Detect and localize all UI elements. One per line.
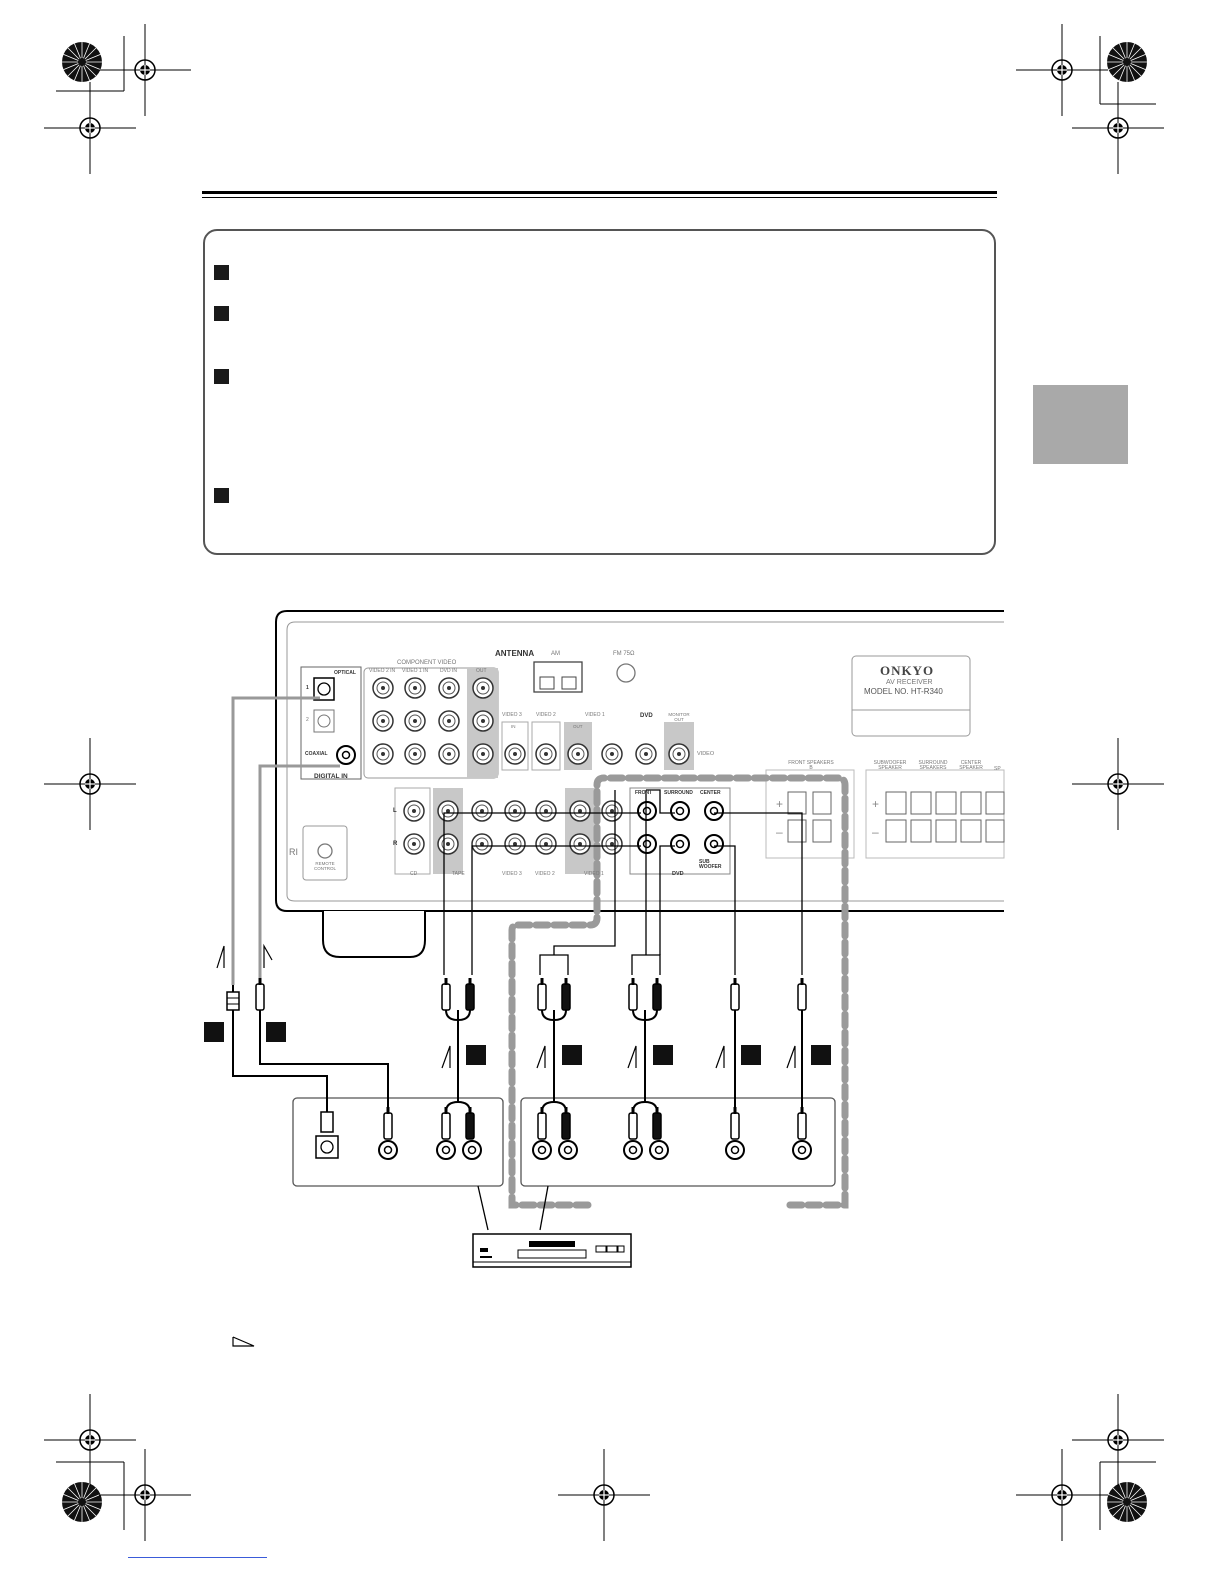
ri-label: RI xyxy=(289,847,298,857)
component-out-label: OUT xyxy=(476,668,487,674)
svg-text:–: – xyxy=(776,825,783,839)
notes-box xyxy=(203,229,996,555)
audio-dvd-label: DVD xyxy=(672,871,684,877)
note-marker-4 xyxy=(214,488,229,503)
audio-video1-label: VIDEO 1 xyxy=(584,871,604,877)
component-video-label: COMPONENT VIDEO xyxy=(397,660,457,666)
remote-control-label: REMOTE CONTROL xyxy=(313,861,336,871)
note-marker-1 xyxy=(214,265,229,280)
crop-marks xyxy=(56,36,1156,1530)
cd-label: CD xyxy=(410,871,418,877)
am-label: AM xyxy=(551,651,560,657)
component-video2-label: VIDEO 2 IN xyxy=(369,668,396,674)
audio-video2-label: VIDEO 2 xyxy=(535,871,555,877)
optical-label: OPTICAL xyxy=(334,670,356,676)
video-label: VIDEO xyxy=(697,751,715,757)
svg-text:–: – xyxy=(872,825,879,839)
optical-2-label: 2 xyxy=(306,717,309,723)
component-video1-label: VIDEO 1 IN xyxy=(402,668,429,674)
brand-logo: ONKYO xyxy=(880,663,935,678)
header-rule xyxy=(202,191,997,194)
fm-label: FM 75Ω xyxy=(613,651,635,657)
coaxial-label: COAXIAL xyxy=(305,751,328,757)
sp-label: SP xyxy=(994,766,1001,772)
front-out-label: FRONT xyxy=(635,790,653,796)
header-rule-thin xyxy=(202,197,997,198)
component-dvd-label: DVD IN xyxy=(440,668,457,674)
subwoofer-speaker-label: SUBWOOFER SPEAKER xyxy=(873,760,907,771)
audio-l-label: L xyxy=(393,808,397,814)
center-speaker-label: CENTER SPEAKER xyxy=(959,760,983,771)
model-caption: AV RECEIVER xyxy=(886,679,933,686)
dvd-player xyxy=(472,1233,632,1268)
antenna-label: ANTENNA xyxy=(495,649,535,658)
footer-link-underline xyxy=(128,1557,267,1558)
signal-arrows xyxy=(216,943,796,1069)
dvd-video-label: DVD xyxy=(640,713,653,719)
cables xyxy=(232,985,803,1113)
video3-label: VIDEO 3 xyxy=(502,712,522,718)
note-marker-3 xyxy=(214,369,229,384)
optical-1-label: 1 xyxy=(306,685,309,691)
note-marker-2 xyxy=(214,306,229,321)
subwoofer-out-label: SUB WOOFER xyxy=(699,859,722,870)
dvd-analog-panel xyxy=(520,1097,836,1187)
audio-video3-label: VIDEO 3 xyxy=(502,871,522,877)
dvd-routing-path xyxy=(508,774,849,1209)
monitor-out-label: MONITOR OUT xyxy=(668,712,690,722)
section-tab xyxy=(1033,385,1128,464)
front-speakers-b-label: FRONT SPEAKERS B xyxy=(788,760,834,771)
video3-in-label: IN xyxy=(511,724,516,729)
video1-out-label: OUT xyxy=(573,724,583,729)
receiver-rear-panel: + – + – xyxy=(275,610,1005,958)
video2-label: VIDEO 2 xyxy=(536,712,556,718)
digital-in-label: DIGITAL IN xyxy=(314,773,348,780)
svg-text:+: + xyxy=(872,797,879,811)
audio-r-label: R xyxy=(393,841,398,847)
surround-speakers-label: SURROUND SPEAKERS xyxy=(918,760,948,771)
center-out-label: CENTER xyxy=(700,790,721,796)
video1-label: VIDEO 1 xyxy=(585,712,605,718)
surround-out-label: SURROUND xyxy=(664,790,693,796)
svg-text:+: + xyxy=(776,797,783,811)
tape-label: TAPE xyxy=(452,871,465,877)
model-number: MODEL NO. HT-R340 xyxy=(864,687,943,696)
legend-arrow-icon xyxy=(232,1336,255,1347)
